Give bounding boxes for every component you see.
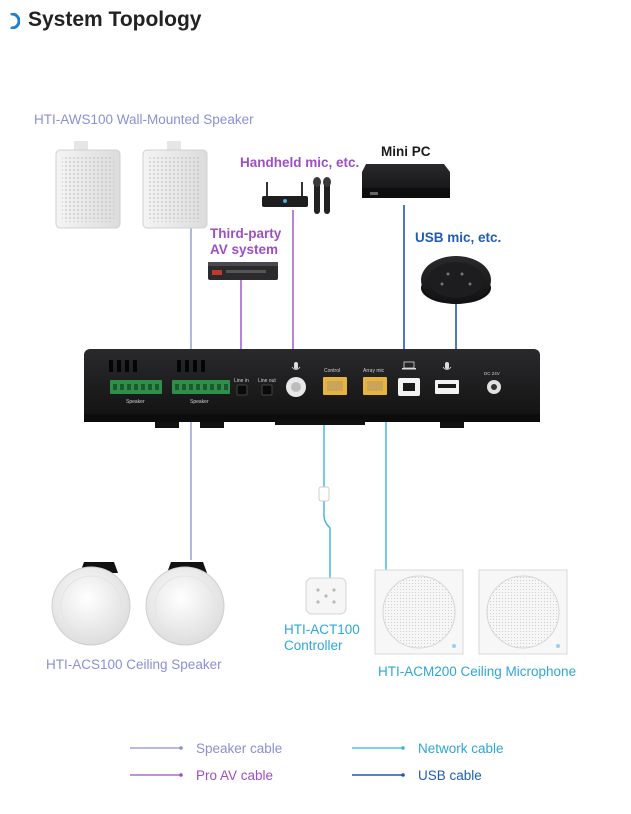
wall-speaker-label: HTI-AWS100 Wall-Mounted Speaker bbox=[34, 112, 254, 127]
handheld-mic-pair bbox=[313, 177, 331, 214]
legend-usb-cable-line bbox=[352, 773, 405, 777]
wall-speaker-left bbox=[55, 141, 121, 229]
legend-network-cable: Network cable bbox=[418, 741, 504, 756]
usb-a-microphone-icon bbox=[442, 362, 452, 370]
ceiling-speaker-label: HTI-ACS100 Ceiling Speaker bbox=[46, 657, 222, 672]
mini-pc-label: Mini PC bbox=[381, 144, 431, 159]
usb-mic-label: USB mic, etc. bbox=[415, 230, 502, 245]
ceiling-speaker-left bbox=[51, 562, 131, 646]
legend-pro-av-cable-line bbox=[130, 773, 183, 777]
port-label-speaker-left: Speaker bbox=[126, 399, 145, 405]
port-label-line-out: Line out bbox=[258, 378, 276, 384]
title-accent-icon bbox=[10, 13, 20, 29]
mini-pc-unit bbox=[362, 164, 450, 198]
controller-unit bbox=[305, 577, 347, 615]
port-label-array-mic: Array mic bbox=[363, 368, 385, 374]
legend-speaker-cable: Speaker cable bbox=[196, 741, 283, 756]
main-hub-device bbox=[84, 349, 540, 428]
usb-mic-puck bbox=[421, 256, 491, 304]
ceiling-speaker-right bbox=[145, 562, 225, 646]
port-label-line-in: Line in bbox=[234, 378, 249, 384]
ceiling-mic-label: HTI-ACM200 Ceiling Microphone bbox=[378, 664, 577, 679]
legend-speaker-cable-line bbox=[130, 746, 183, 750]
page-title: System Topology bbox=[28, 8, 202, 31]
legend-usb-cable: USB cable bbox=[418, 768, 482, 783]
port-label-control: Control bbox=[324, 368, 340, 374]
controller-label: HTI-ACT100 Controller bbox=[284, 622, 360, 653]
usb-b-laptop-icon bbox=[402, 361, 416, 370]
handheld-mic-receiver bbox=[262, 182, 308, 207]
ceiling-mic-left bbox=[374, 569, 464, 655]
port-label-speaker-right: Speaker bbox=[190, 399, 209, 405]
handheld-mic-label: Handheld mic, etc. bbox=[240, 155, 360, 170]
third-party-av-unit bbox=[208, 262, 278, 280]
legend-pro-av-cable: Pro AV cable bbox=[196, 768, 274, 783]
port-label-dc: DC 24V bbox=[484, 371, 500, 376]
legend-network-cable-line bbox=[352, 746, 405, 750]
third-party-av-label: Third-party AV system bbox=[210, 226, 282, 257]
ceiling-mic-right bbox=[478, 569, 568, 655]
xlr-microphone-icon bbox=[291, 362, 301, 370]
wall-speaker-right bbox=[142, 141, 208, 229]
